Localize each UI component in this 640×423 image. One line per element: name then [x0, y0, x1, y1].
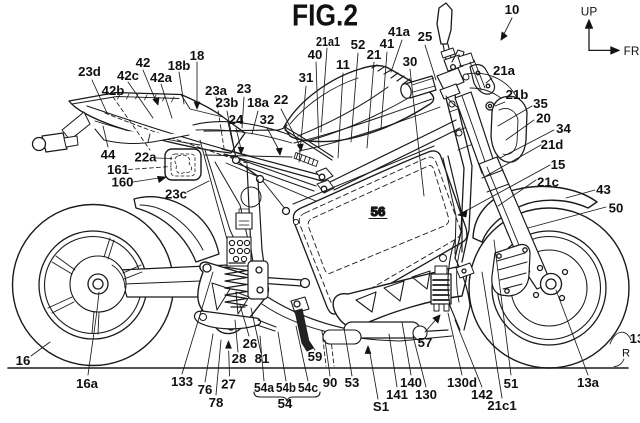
- svg-text:57: 57: [418, 335, 433, 350]
- svg-text:21b: 21b: [506, 87, 529, 102]
- svg-text:21a: 21a: [493, 63, 516, 78]
- svg-text:22a: 22a: [134, 150, 157, 165]
- svg-text:21c1: 21c1: [487, 398, 516, 413]
- svg-text:UP: UP: [581, 5, 598, 19]
- svg-text:40: 40: [308, 47, 323, 62]
- svg-text:16: 16: [16, 353, 31, 368]
- svg-text:56: 56: [371, 204, 386, 219]
- svg-text:53: 53: [345, 375, 360, 390]
- svg-text:20: 20: [536, 111, 551, 126]
- svg-text:23c: 23c: [165, 187, 187, 202]
- svg-text:23b: 23b: [216, 95, 239, 110]
- svg-text:141: 141: [386, 387, 408, 402]
- svg-text:21c: 21c: [537, 175, 559, 190]
- svg-text:23: 23: [237, 81, 252, 96]
- svg-text:130: 130: [415, 387, 437, 402]
- svg-text:11: 11: [336, 57, 350, 72]
- svg-text:10: 10: [505, 2, 520, 17]
- svg-text:FIG.2: FIG.2: [292, 0, 358, 33]
- svg-text:54a: 54a: [254, 380, 275, 395]
- svg-text:133: 133: [171, 374, 193, 389]
- svg-text:24: 24: [229, 112, 244, 127]
- svg-text:50: 50: [609, 201, 624, 216]
- svg-text:51: 51: [504, 376, 519, 391]
- svg-text:23a: 23a: [205, 83, 228, 98]
- svg-text:90: 90: [323, 375, 338, 390]
- svg-text:44: 44: [101, 147, 116, 162]
- svg-text:54: 54: [278, 396, 293, 411]
- svg-text:43: 43: [596, 182, 611, 197]
- svg-text:35: 35: [533, 96, 548, 111]
- svg-text:142: 142: [471, 387, 493, 402]
- svg-text:59: 59: [308, 349, 323, 364]
- svg-text:23d: 23d: [78, 64, 101, 79]
- svg-text:15: 15: [551, 157, 566, 172]
- svg-text:32: 32: [260, 112, 275, 127]
- svg-text:42a: 42a: [150, 70, 173, 85]
- svg-text:21: 21: [367, 47, 382, 62]
- svg-text:R: R: [622, 348, 630, 360]
- svg-text:25: 25: [418, 29, 433, 44]
- svg-text:76: 76: [198, 382, 213, 397]
- svg-text:21a1: 21a1: [316, 34, 340, 49]
- svg-text:26: 26: [243, 336, 258, 351]
- svg-text:18b: 18b: [168, 58, 191, 73]
- svg-text:42c: 42c: [117, 68, 139, 83]
- svg-text:34: 34: [556, 121, 571, 136]
- svg-text:54c: 54c: [298, 380, 318, 395]
- svg-text:16a: 16a: [76, 376, 99, 391]
- svg-text:78: 78: [209, 395, 224, 410]
- svg-text:81: 81: [255, 351, 270, 366]
- svg-text:42: 42: [136, 55, 151, 70]
- svg-text:S1: S1: [373, 399, 389, 414]
- svg-text:FR: FR: [624, 44, 640, 58]
- svg-text:31: 31: [299, 70, 314, 85]
- svg-text:42b: 42b: [102, 83, 125, 98]
- svg-text:41: 41: [380, 36, 395, 51]
- svg-text:30: 30: [403, 54, 418, 69]
- svg-text:22: 22: [274, 92, 289, 107]
- svg-text:140: 140: [400, 375, 422, 390]
- svg-text:161: 161: [107, 162, 129, 177]
- svg-text:21d: 21d: [541, 137, 564, 152]
- svg-text:13: 13: [630, 331, 640, 346]
- svg-text:13a: 13a: [577, 375, 600, 390]
- svg-text:18a: 18a: [247, 95, 270, 110]
- svg-text:130d: 130d: [447, 375, 477, 390]
- svg-text:41a: 41a: [388, 24, 411, 39]
- svg-text:52: 52: [351, 37, 366, 52]
- svg-text:54b: 54b: [276, 380, 296, 395]
- svg-text:28: 28: [232, 351, 247, 366]
- svg-text:18: 18: [190, 48, 205, 63]
- svg-text:160: 160: [111, 175, 133, 190]
- svg-text:27: 27: [221, 377, 236, 392]
